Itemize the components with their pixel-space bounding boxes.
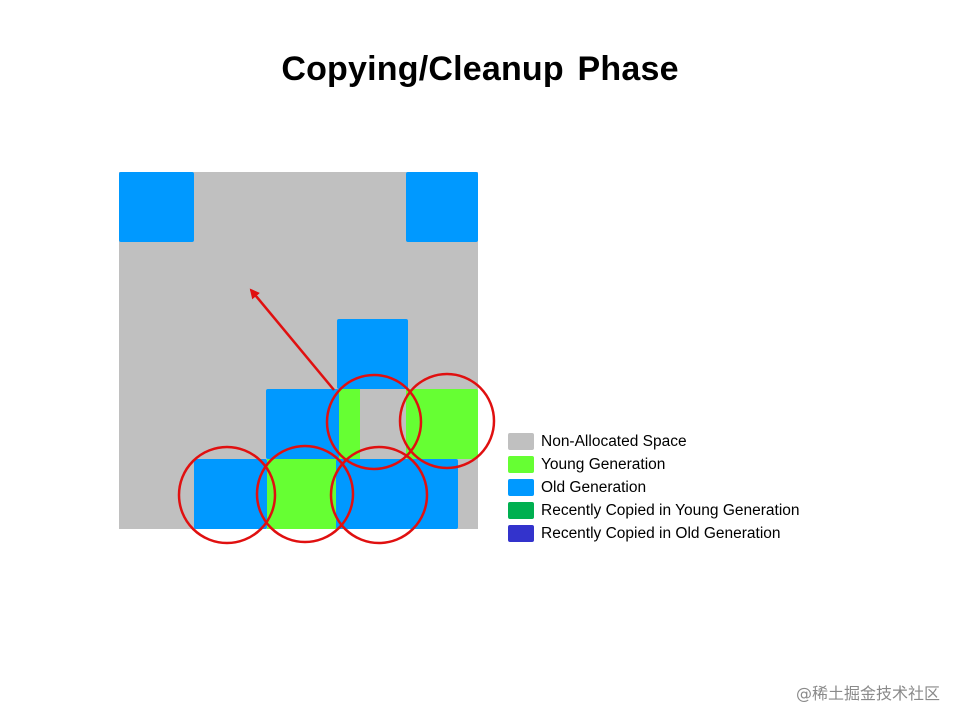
legend-item-young: Young Generation [508, 453, 848, 476]
old-region-left [266, 389, 339, 459]
legend-swatch [508, 433, 534, 450]
legend-swatch [508, 479, 534, 496]
legend-label: Recently Copied in Young Generation [541, 501, 800, 519]
legend-swatch [508, 456, 534, 473]
copy-arrow [249, 288, 335, 391]
legend-item-old: Old Generation [508, 476, 848, 499]
page-title: Copying/Cleanup Phase [281, 50, 679, 88]
highlight-circle [177, 445, 277, 545]
legend-label: Old Generation [541, 478, 647, 496]
old-region-top-left [119, 172, 194, 242]
legend-swatch [508, 525, 534, 542]
young-region-bottom [267, 459, 336, 529]
young-region-sliver [339, 389, 360, 459]
legend-label: Non-Allocated Space [541, 432, 687, 450]
old-region-top-right [406, 172, 478, 242]
old-region-bottom-center [336, 459, 410, 529]
old-region-bottom-right [408, 459, 458, 529]
watermark: @稀土掘金技术社区 [795, 684, 940, 703]
old-region-middle [337, 319, 408, 389]
highlight-circle [398, 372, 496, 470]
highlight-circle [255, 444, 355, 544]
legend-item-non-allocated: Non-Allocated Space [508, 430, 848, 453]
legend-item-recent-young: Recently Copied in Young Generation [508, 499, 848, 522]
legend: Non-Allocated Space Young Generation Old… [508, 430, 848, 545]
highlight-circle [325, 373, 423, 471]
legend-label: Recently Copied in Old Generation [541, 524, 781, 542]
old-region-bottom-left [194, 459, 267, 529]
legend-swatch [508, 502, 534, 519]
highlight-circle [329, 445, 429, 545]
legend-label: Young Generation [541, 455, 666, 473]
legend-item-recent-old: Recently Copied in Old Generation [508, 522, 848, 545]
young-region-right [406, 389, 478, 459]
